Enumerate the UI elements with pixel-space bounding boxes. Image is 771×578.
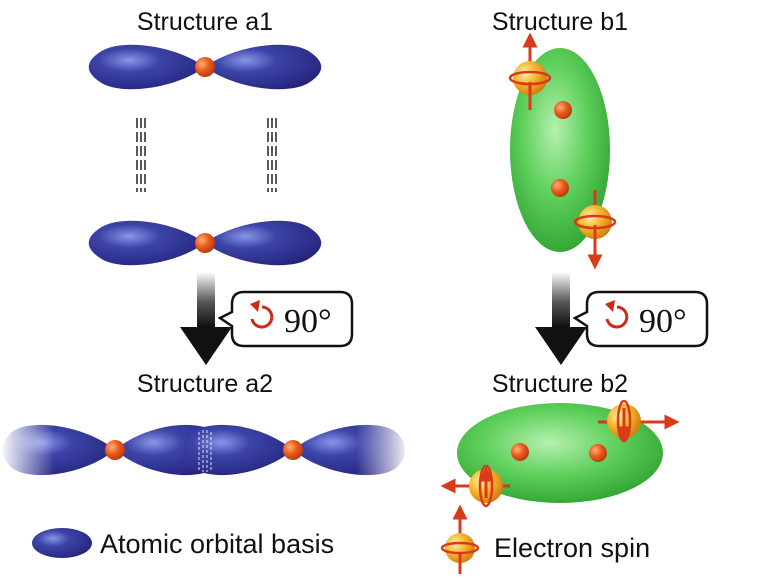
atom-icon <box>589 444 607 462</box>
structure-a2-title: Structure a2 <box>137 370 273 398</box>
structure-a2-chain <box>0 415 410 485</box>
legend: Atomic orbital basis Electron spin <box>32 504 650 574</box>
structure-b2-title: Structure b2 <box>492 370 628 398</box>
atom-icon <box>195 233 215 253</box>
spin-icon <box>508 32 552 110</box>
atom-icon <box>195 57 215 77</box>
spin-icon <box>573 190 617 270</box>
atom-icon <box>554 101 572 119</box>
rotate-ccw-icon <box>605 305 629 329</box>
structure-b2-cloud <box>440 399 680 508</box>
atom-icon <box>511 443 529 461</box>
bond-lines-left <box>136 118 146 192</box>
spin-icon <box>598 399 680 443</box>
atom-icon <box>105 440 125 460</box>
rotation-angle-right: 90° <box>639 303 687 340</box>
atom-icon <box>551 179 569 197</box>
rotation-bubble-right: 90° <box>572 290 709 348</box>
rotation-arrow-right <box>535 272 587 365</box>
legend-spin-label: Electron spin <box>494 533 650 563</box>
rotation-angle-left: 90° <box>284 303 332 340</box>
legend-orbital-label: Atomic orbital basis <box>100 529 334 559</box>
structure-b1-title: Structure b1 <box>492 8 628 36</box>
orbital-pair-bottom <box>88 220 322 266</box>
orbital-pair-top <box>88 44 322 90</box>
structure-a1-title: Structure a1 <box>137 8 273 36</box>
structure-b1-cloud <box>508 32 617 270</box>
spin-legend-icon <box>440 504 480 574</box>
rotate-ccw-icon <box>250 305 274 329</box>
bond-lines-right <box>267 118 277 192</box>
spin-icon <box>440 464 510 508</box>
orbital-legend-icon <box>32 528 92 558</box>
atom-icon <box>283 440 303 460</box>
rotation-arrow-left <box>180 272 232 365</box>
rotation-bubble-left: 90° <box>217 290 354 348</box>
